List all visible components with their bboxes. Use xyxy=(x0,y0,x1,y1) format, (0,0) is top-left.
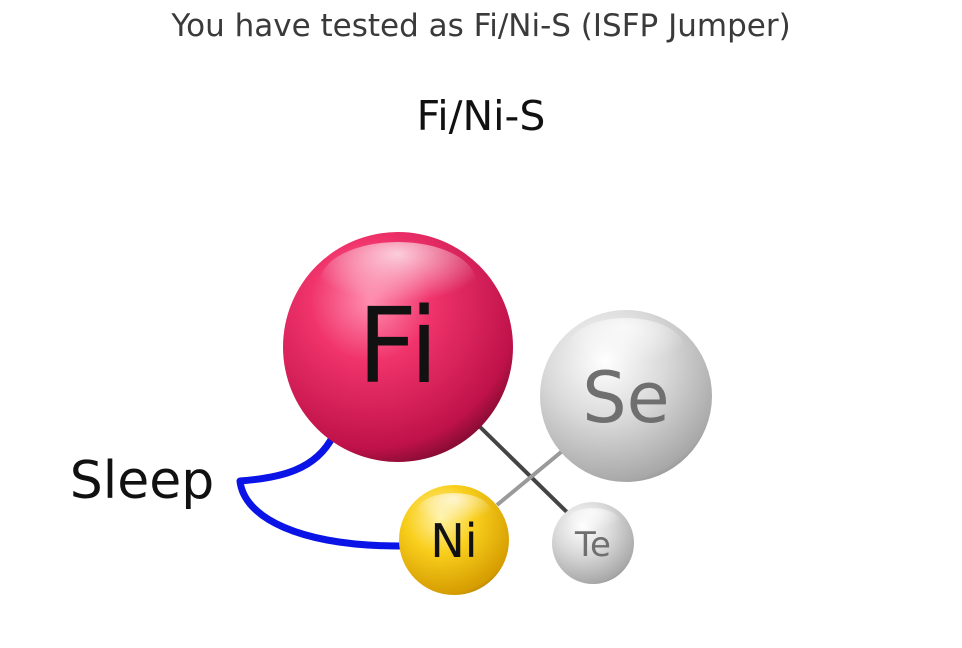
ni-node: Ni xyxy=(399,485,509,595)
se-node: Se xyxy=(540,310,712,482)
fi-te-connector xyxy=(476,423,579,524)
fi-label: Fi xyxy=(357,285,438,407)
fi-node: Fi xyxy=(283,232,513,462)
ni-se-connector xyxy=(495,446,568,507)
ni-label: Ni xyxy=(430,514,477,568)
sleep-label: Sleep xyxy=(70,451,214,511)
sleep-connector xyxy=(236,432,404,550)
te-node: Te xyxy=(552,502,634,584)
se-label: Se xyxy=(582,357,670,439)
diagram-title: Fi/Ni-S xyxy=(416,92,546,140)
result-headline: You have tested as Fi/Ni-S (ISFP Jumper) xyxy=(171,8,791,44)
te-label: Te xyxy=(574,525,611,565)
